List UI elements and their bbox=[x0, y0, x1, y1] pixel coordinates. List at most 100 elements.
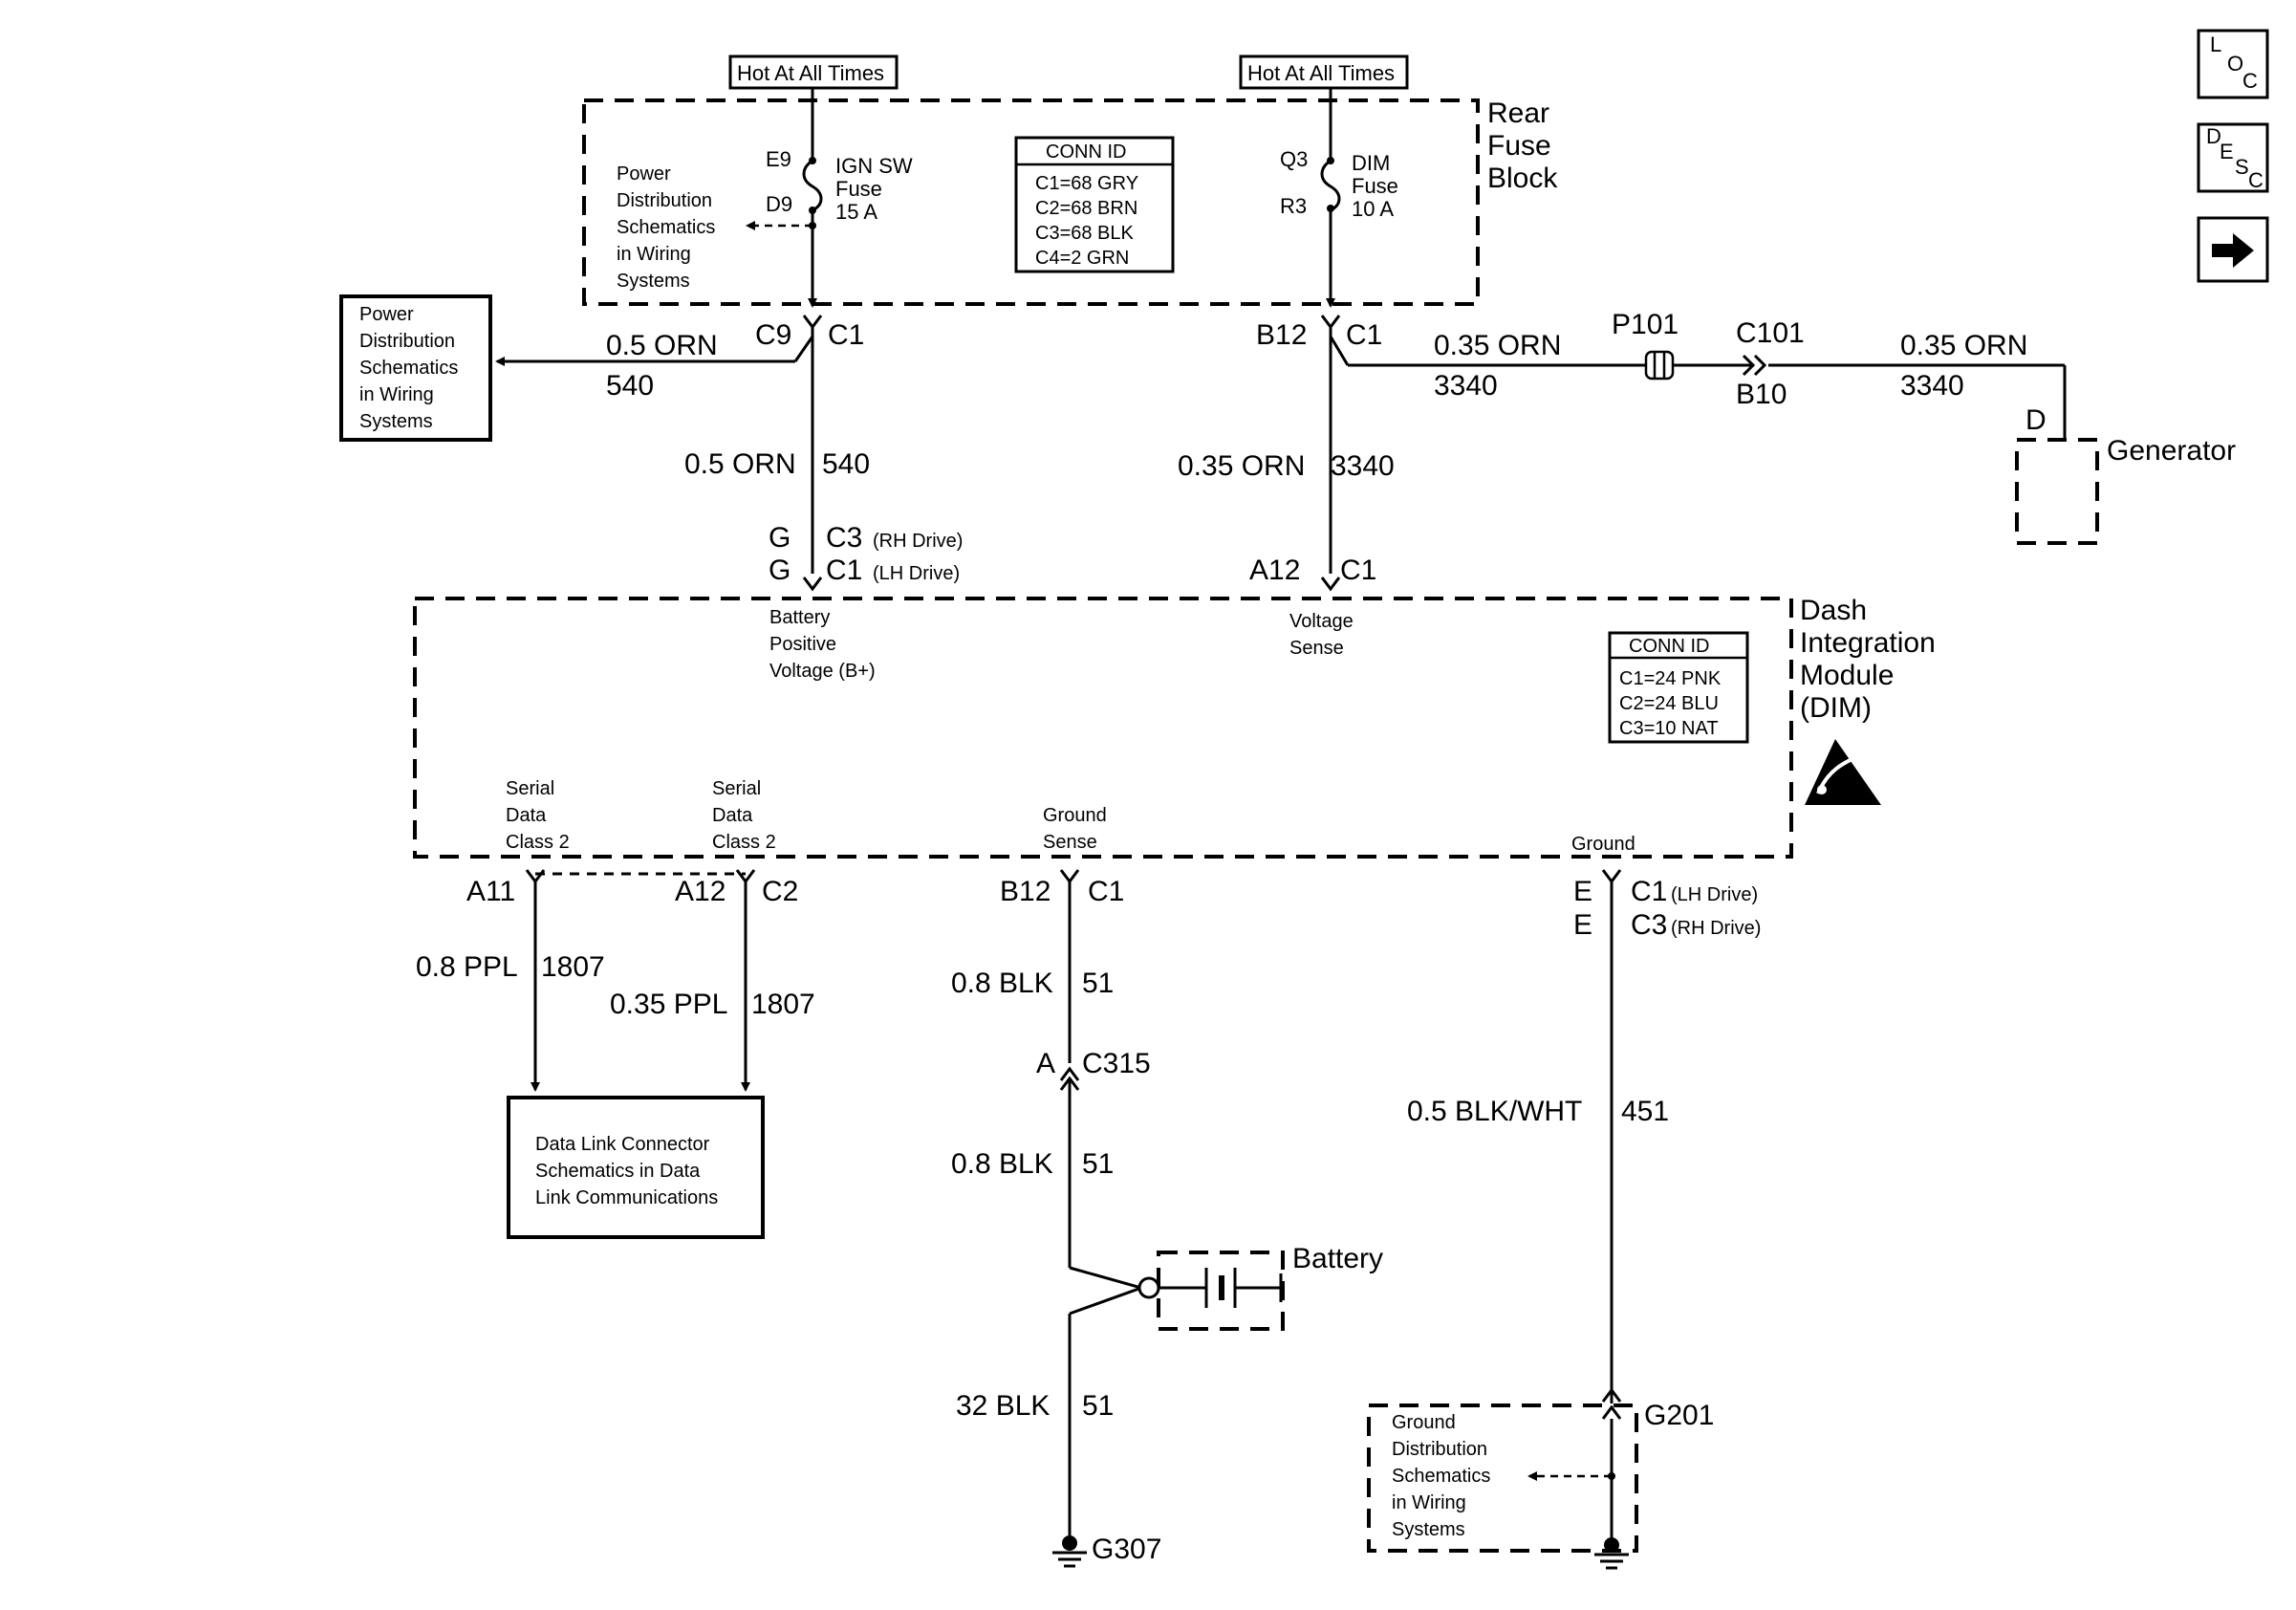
svg-text:Battery: Battery bbox=[1292, 1243, 1383, 1274]
svg-text:CONN ID: CONN ID bbox=[1629, 636, 1709, 657]
svg-text:A11: A11 bbox=[466, 876, 515, 907]
wire-3340-down-circuit: 3340 bbox=[1331, 450, 1395, 482]
svg-text:1807: 1807 bbox=[751, 989, 815, 1020]
svg-text:Schematics: Schematics bbox=[617, 217, 715, 238]
svg-text:C4=2 GRN: C4=2 GRN bbox=[1035, 248, 1129, 269]
svg-text:E: E bbox=[1573, 876, 1592, 907]
svg-text:Sense: Sense bbox=[1043, 832, 1097, 853]
svg-text:O: O bbox=[2227, 52, 2243, 76]
svg-text:in Wiring: in Wiring bbox=[617, 244, 691, 265]
hot-at-all-times-right: Hot At All Times bbox=[1239, 54, 1409, 90]
svg-text:Systems: Systems bbox=[617, 271, 690, 292]
wire-3340-right2-size: 0.35 ORN bbox=[1900, 330, 2027, 361]
rear-fuse-block: Rear Fuse Block bbox=[582, 98, 1558, 306]
svg-text:Ground: Ground bbox=[1571, 834, 1635, 855]
svg-text:Distribution: Distribution bbox=[617, 190, 712, 211]
svg-text:0.35 PPL: 0.35 PPL bbox=[610, 989, 727, 1020]
svg-text:Ground: Ground bbox=[1043, 805, 1107, 826]
g201-ground-icon bbox=[1594, 1537, 1629, 1570]
svg-text:Dash: Dash bbox=[1800, 595, 1867, 626]
svg-text:D: D bbox=[2206, 124, 2221, 148]
svg-text:E: E bbox=[2220, 140, 2234, 163]
hot-label-right: Hot At All Times bbox=[1247, 61, 1395, 85]
conn-id-fuse-block: CONN ID C1=68 GRY C2=68 BRN C3=68 BLK C4… bbox=[1014, 136, 1175, 273]
svg-text:C1: C1 bbox=[1088, 876, 1124, 907]
ign-sw-fuse: E9 D9 IGN SW Fuse 15 A bbox=[746, 88, 913, 308]
svg-text:C2: C2 bbox=[762, 876, 798, 907]
svg-text:C: C bbox=[2242, 69, 2258, 93]
data-link-connector-box[interactable]: Data Link Connector Schematics in Data L… bbox=[507, 1096, 765, 1239]
svg-text:C1: C1 bbox=[826, 555, 862, 586]
voltage-sense-label: Voltage Sense bbox=[1289, 611, 1354, 659]
wire-3340-down-size: 0.35 ORN bbox=[1178, 450, 1305, 482]
svg-text:51: 51 bbox=[1082, 1148, 1114, 1180]
serial-data-1-label: Serial Data Class 2 bbox=[506, 778, 570, 853]
wire-540-down-circuit: 540 bbox=[822, 448, 870, 480]
svg-text:Systems: Systems bbox=[359, 411, 433, 432]
svg-text:Serial: Serial bbox=[506, 778, 554, 799]
svg-text:P101: P101 bbox=[1612, 309, 1679, 340]
svg-text:L: L bbox=[2210, 33, 2221, 56]
svg-text:Voltage: Voltage bbox=[1289, 611, 1354, 632]
ign-fuse-line2: Fuse bbox=[835, 177, 882, 201]
svg-text:C3=68 BLK: C3=68 BLK bbox=[1035, 223, 1135, 244]
svg-text:Module: Module bbox=[1800, 660, 1894, 691]
desc-button[interactable]: D E S C bbox=[2197, 122, 2269, 193]
svg-text:C101: C101 bbox=[1736, 317, 1805, 349]
svg-text:C1: C1 bbox=[1631, 876, 1667, 907]
battery: Battery bbox=[1137, 1243, 1383, 1331]
svg-text:Serial: Serial bbox=[712, 778, 761, 799]
svg-text:Power: Power bbox=[359, 304, 414, 325]
dim-fuse: Q3 R3 DIM Fuse 10 A bbox=[1280, 88, 1398, 308]
svg-text:Voltage (B+): Voltage (B+) bbox=[769, 661, 876, 682]
svg-text:51: 51 bbox=[1082, 1390, 1114, 1422]
svg-text:(RH Drive): (RH Drive) bbox=[1671, 918, 1761, 939]
svg-text:G307: G307 bbox=[1092, 1534, 1161, 1565]
svg-text:Integration: Integration bbox=[1800, 627, 1936, 659]
c101-connector: C101 B10 bbox=[1736, 317, 1805, 410]
svg-text:C1=68 GRY: C1=68 GRY bbox=[1035, 173, 1138, 194]
svg-text:Systems: Systems bbox=[1392, 1519, 1465, 1540]
g307-ground-icon: G307 bbox=[1052, 1534, 1161, 1568]
svg-text:32 BLK: 32 BLK bbox=[956, 1390, 1050, 1422]
svg-text:Ground: Ground bbox=[1392, 1412, 1456, 1433]
svg-text:D: D bbox=[2025, 404, 2047, 436]
conn-id-dim: CONN ID C1=24 PNK C2=24 BLU C3=10 NAT bbox=[1608, 631, 1749, 744]
svg-text:Data: Data bbox=[712, 805, 753, 826]
svg-text:Link Communications: Link Communications bbox=[535, 1187, 718, 1208]
dim-fuse-line3: 10 A bbox=[1352, 197, 1394, 221]
svg-text:C9: C9 bbox=[755, 319, 791, 351]
svg-text:Schematics: Schematics bbox=[1392, 1466, 1490, 1487]
wire-540-left-size: 0.5 ORN bbox=[606, 330, 718, 361]
svg-text:Sense: Sense bbox=[1289, 638, 1344, 659]
power-dist-box[interactable]: Power Distribution Schematics in Wiring … bbox=[339, 294, 492, 442]
wire-3340-right1-size: 0.35 ORN bbox=[1434, 330, 1561, 361]
svg-text:Class 2: Class 2 bbox=[712, 832, 776, 853]
generator: D Generator bbox=[2015, 404, 2236, 545]
svg-text:0.8 PPL: 0.8 PPL bbox=[416, 951, 518, 983]
svg-text:C1: C1 bbox=[1340, 555, 1376, 586]
hot-label-left: Hot At All Times bbox=[737, 61, 884, 85]
loc-button[interactable]: L O C bbox=[2197, 29, 2269, 99]
dash-integration-module: Dash Integration Module (DIM) bbox=[413, 595, 1936, 859]
ign-pin-e9: E9 bbox=[766, 147, 791, 171]
svg-text:S: S bbox=[2235, 155, 2249, 179]
svg-text:A: A bbox=[1036, 1048, 1055, 1079]
ground-wire-451: E C1 (LH Drive) E C3 (RH Drive) 0.5 BLK/… bbox=[1407, 869, 1761, 1537]
svg-text:C1: C1 bbox=[1346, 319, 1382, 351]
svg-text:C2=24 BLU: C2=24 BLU bbox=[1619, 693, 1719, 714]
rear-fuse-block-title-1: Rear bbox=[1487, 98, 1549, 129]
next-arrow-button[interactable] bbox=[2197, 216, 2269, 283]
power-dist-ref-inner[interactable]: Power Distribution Schematics in Wiring … bbox=[617, 163, 715, 292]
svg-text:Distribution: Distribution bbox=[359, 331, 455, 352]
svg-text:451: 451 bbox=[1621, 1096, 1669, 1127]
svg-text:Class 2: Class 2 bbox=[506, 832, 570, 853]
ground-distribution-ref[interactable]: Ground Distribution Schematics in Wiring… bbox=[1367, 1403, 1638, 1553]
dim-fuse-line2: Fuse bbox=[1352, 174, 1398, 198]
svg-text:C2=68 BRN: C2=68 BRN bbox=[1035, 198, 1137, 219]
battery-positive-label: Battery Positive Voltage (B+) bbox=[769, 607, 876, 682]
rear-fuse-block-title-3: Block bbox=[1487, 163, 1558, 194]
ground-label: Ground bbox=[1571, 834, 1635, 855]
svg-text:A12: A12 bbox=[1249, 555, 1300, 586]
svg-text:G: G bbox=[769, 522, 791, 554]
